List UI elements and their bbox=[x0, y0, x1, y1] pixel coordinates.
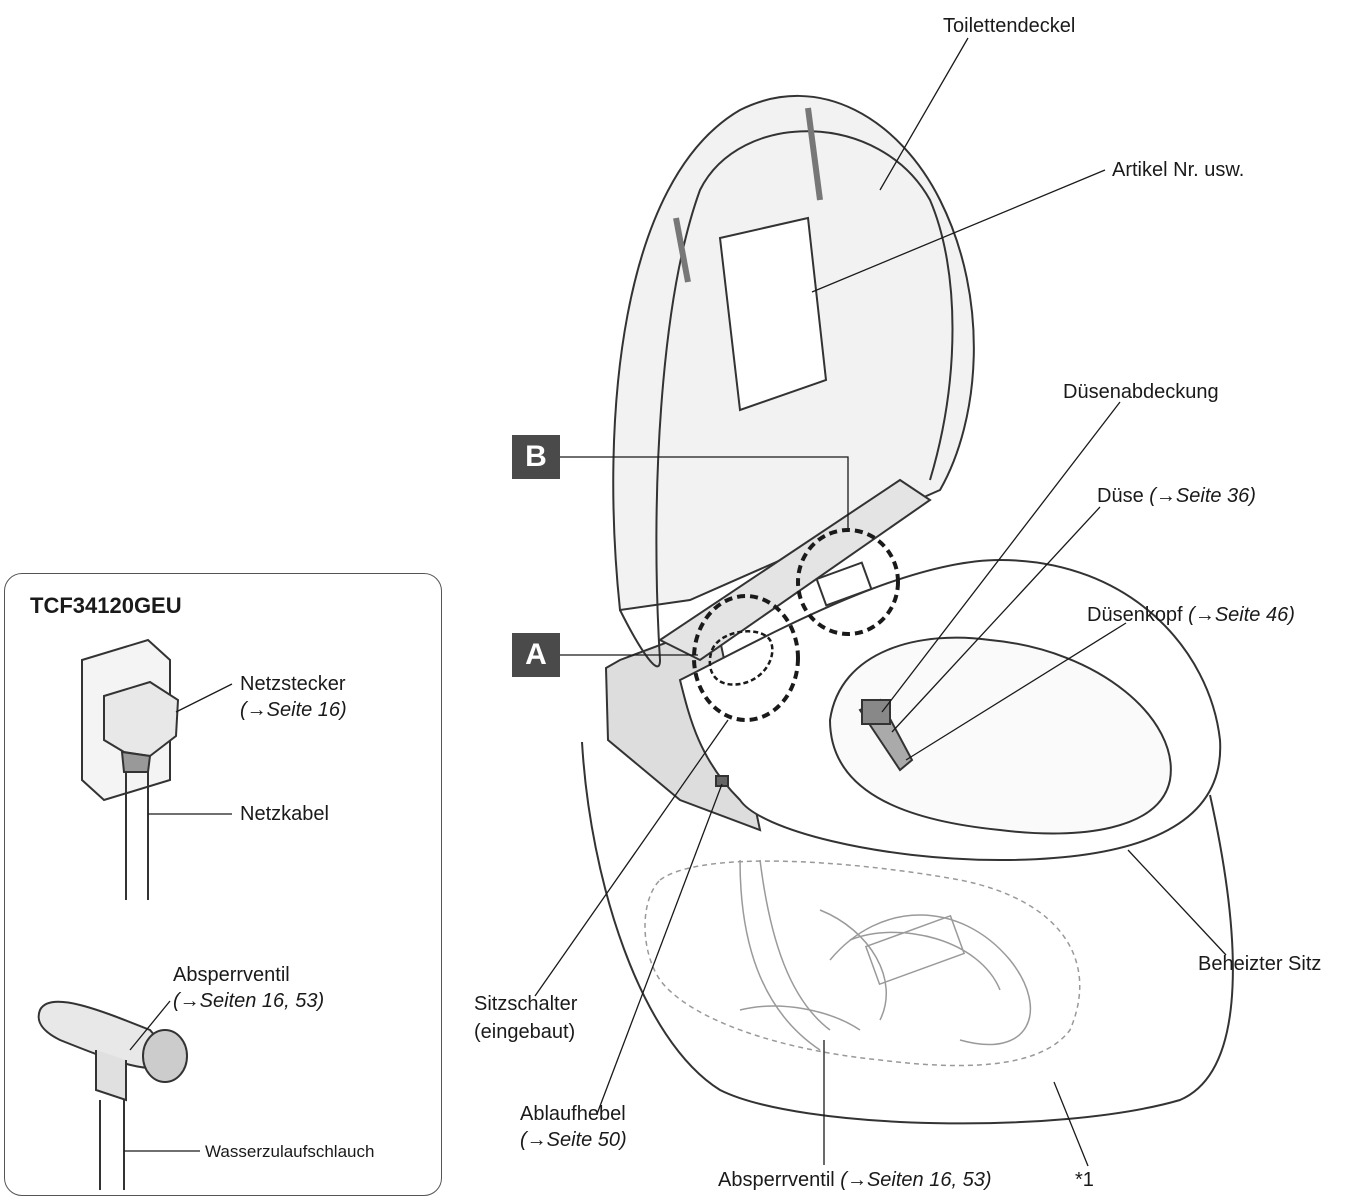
model-title: TCF34120GEU bbox=[30, 594, 182, 618]
label-drain-lever: Ablaufhebel bbox=[520, 1102, 626, 1126]
label-seat-switch: Sitzschalter bbox=[474, 992, 577, 1016]
label-nozzle-cover: Düsenabdeckung bbox=[1063, 380, 1219, 404]
tag-b: B bbox=[512, 435, 560, 479]
label-article-number: Artikel Nr. usw. bbox=[1112, 158, 1244, 182]
model-inset-panel bbox=[4, 573, 442, 1196]
label-inset-valve: Absperrventil bbox=[173, 963, 290, 987]
leader-lid bbox=[880, 38, 968, 190]
label-nozzle: Düse (→Seite 36) bbox=[1097, 484, 1256, 508]
label-water-hose: Wasserzulaufschlauch bbox=[205, 1140, 374, 1164]
label-shutoff-valve: Absperrventil (→Seiten 16, 53) bbox=[718, 1168, 991, 1192]
label-power-plug-ref: (→Seite 16) bbox=[240, 698, 347, 722]
label-nozzle-head: Düsenkopf (→Seite 46) bbox=[1087, 603, 1295, 627]
label-inset-valve-ref: (→Seiten 16, 53) bbox=[173, 989, 324, 1013]
label-seat-switch-sub: (eingebaut) bbox=[474, 1020, 575, 1044]
label-toilet-lid: Toilettendeckel bbox=[943, 14, 1075, 38]
label-power-plug: Netzstecker bbox=[240, 672, 346, 696]
label-drain-lever-ref: (→Seite 50) bbox=[520, 1128, 627, 1152]
label-heated-seat: Beheizter Sitz bbox=[1198, 952, 1321, 976]
tag-a: A bbox=[512, 633, 560, 677]
article-number-sticker bbox=[720, 218, 826, 410]
nozzle-cover-shape bbox=[862, 700, 890, 724]
label-power-cable: Netzkabel bbox=[240, 802, 329, 826]
label-footnote: *1 bbox=[1075, 1168, 1094, 1192]
